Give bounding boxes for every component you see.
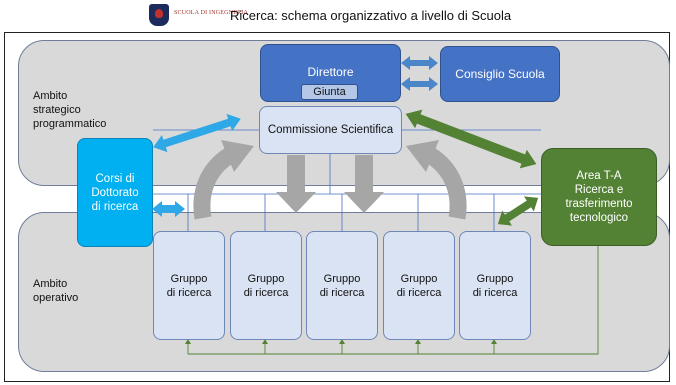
commissione-label: Commissione Scientifica bbox=[267, 124, 394, 136]
arrowhead-icon bbox=[339, 339, 345, 344]
arrowhead-icon bbox=[415, 339, 421, 344]
logo-text: SCUOLA DI INGEGNERIA bbox=[174, 10, 248, 16]
operational-zone-label: Ambito operativo bbox=[33, 277, 78, 305]
area-ta-box: Area T-A Ricerca e trasferimento tecnolo… bbox=[541, 148, 657, 246]
consiglio-label: Consiglio Scuola bbox=[455, 67, 545, 81]
double-arrow-icon bbox=[401, 77, 438, 91]
double-arrow-icon bbox=[152, 201, 185, 217]
direttore-label: Direttore bbox=[307, 65, 354, 79]
arrowhead-icon bbox=[491, 339, 497, 344]
arrowhead-icon bbox=[185, 339, 191, 344]
school-crest-icon bbox=[149, 4, 169, 26]
gruppo-label-line: di ricerca bbox=[243, 286, 289, 299]
curved-arrow-icon bbox=[193, 147, 235, 220]
double-arrow-icon bbox=[401, 56, 438, 70]
corsi-dottorato-box: Corsi di Dottorato di ricerca bbox=[77, 138, 153, 247]
gruppo-label-line: Gruppo bbox=[170, 272, 208, 285]
double-arrow-icon bbox=[497, 196, 539, 226]
strategic-label-line: Ambito bbox=[33, 90, 68, 102]
giunta-box: Giunta bbox=[301, 84, 358, 100]
gruppo-label-line: di ricerca bbox=[319, 286, 365, 299]
down-arrow-icon bbox=[276, 155, 316, 213]
gruppo-label-line: di ricerca bbox=[472, 286, 518, 299]
area-label-line: tecnologico bbox=[569, 212, 629, 224]
gruppo-label-line: di ricerca bbox=[166, 286, 212, 299]
gruppo-label-line: Gruppo bbox=[476, 272, 514, 285]
strategic-label-line: programmatico bbox=[33, 118, 107, 130]
strategic-zone-label: Ambito strategico programmatico bbox=[33, 89, 106, 131]
slide-header: SCUOLA DI INGEGNERIA Ricerca: schema org… bbox=[0, 0, 676, 32]
curved-arrow-head-icon bbox=[221, 140, 254, 172]
corsi-label-line: di ricerca bbox=[91, 200, 139, 213]
giunta-label: Giunta bbox=[313, 86, 346, 98]
corsi-label-line: Corsi di bbox=[95, 172, 135, 185]
down-arrow-icon bbox=[344, 155, 384, 213]
operational-label-line: Ambito bbox=[33, 278, 68, 290]
double-arrow-icon bbox=[405, 109, 537, 169]
curved-arrow-icon bbox=[425, 147, 467, 220]
area-connector-line bbox=[188, 246, 599, 355]
operational-label-line: operativo bbox=[33, 292, 79, 304]
strategic-label-line: strategico bbox=[33, 104, 81, 116]
gruppo-label-line: Gruppo bbox=[247, 272, 285, 285]
double-arrow-icon bbox=[153, 113, 241, 153]
area-label-line: Ricerca e bbox=[574, 184, 624, 196]
area-label-line: trasferimento bbox=[565, 198, 633, 210]
corsi-label-line: Dottorato bbox=[91, 186, 139, 199]
area-label-line: Area T-A bbox=[576, 170, 622, 182]
slide-title: Ricerca: schema organizzativo a livello … bbox=[230, 8, 512, 23]
gruppo-label-line: Gruppo bbox=[400, 272, 438, 285]
curved-arrow-head-icon bbox=[406, 140, 439, 172]
commissione-scientifica-box: Commissione Scientifica bbox=[259, 106, 402, 154]
consiglio-scuola-box: Consiglio Scuola bbox=[440, 46, 560, 102]
gruppo-label-line: di ricerca bbox=[396, 286, 442, 299]
gruppo-label-line: Gruppo bbox=[323, 272, 361, 285]
arrowhead-icon bbox=[262, 339, 268, 344]
